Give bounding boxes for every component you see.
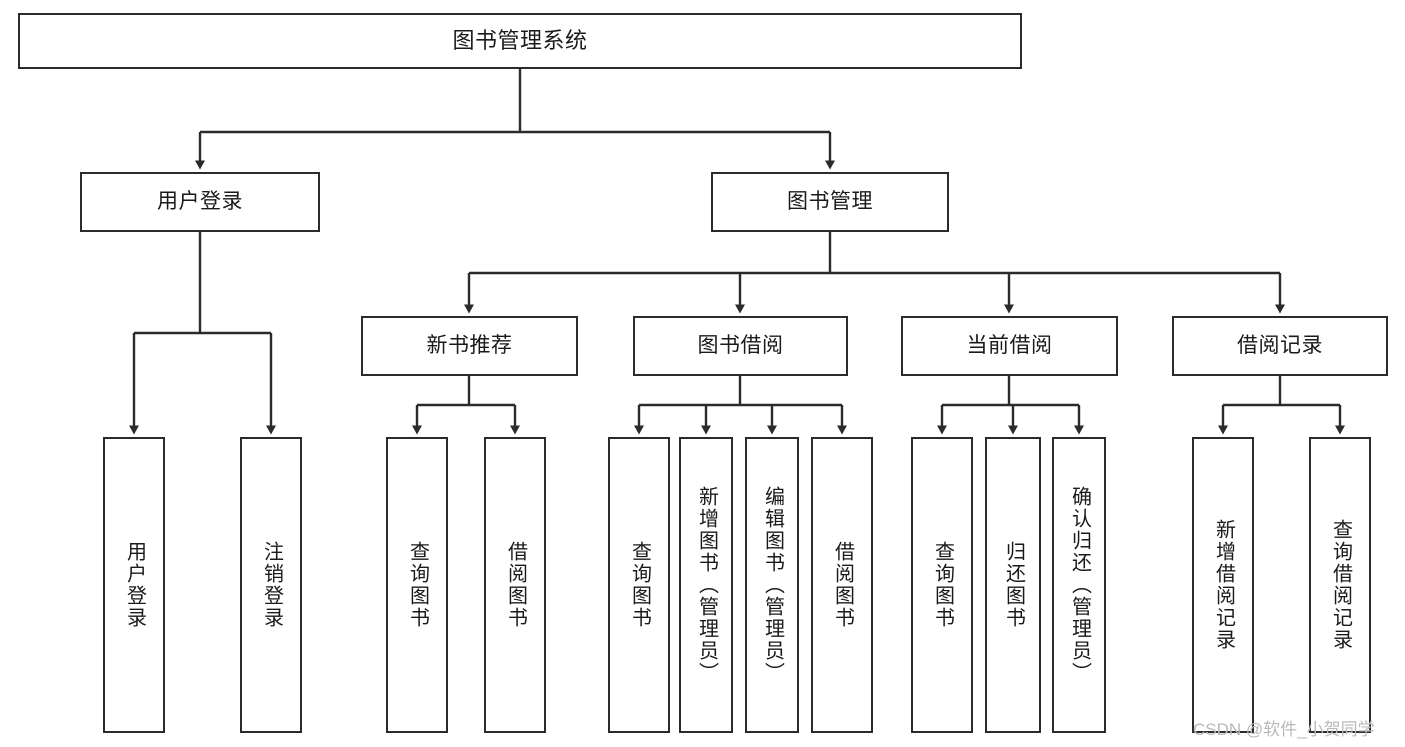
leaf-leaf-rec-search[interactable]: 查询借阅记录 <box>1309 437 1371 733</box>
node-label: 注销登录 <box>260 541 283 629</box>
node-label: 借阅图书 <box>504 541 527 629</box>
node-label: 查询图书 <box>931 541 954 629</box>
node-label: 查询借阅记录 <box>1329 519 1352 651</box>
node-borrow-record[interactable]: 借阅记录 <box>1172 316 1388 376</box>
node-root[interactable]: 图书管理系统 <box>18 13 1022 69</box>
node-current-borrow[interactable]: 当前借阅 <box>901 316 1118 376</box>
node-label: 图书管理系统 <box>452 28 588 54</box>
node-label: 新增借阅记录 <box>1212 519 1235 651</box>
leaf-leaf-borrow-add[interactable]: 新增图书（管理员） <box>679 437 733 733</box>
node-label: 编辑图书（管理员） <box>761 486 784 684</box>
leaf-leaf-borrow-lend[interactable]: 借阅图书 <box>811 437 873 733</box>
node-user-login[interactable]: 用户登录 <box>80 172 320 232</box>
node-label: 图书管理 <box>787 189 873 213</box>
node-label: 借阅图书 <box>831 541 854 629</box>
node-label: 用户登录 <box>157 189 243 213</box>
leaf-leaf-borrow-edit[interactable]: 编辑图书（管理员） <box>745 437 799 733</box>
leaf-leaf-cur-return[interactable]: 归还图书 <box>985 437 1041 733</box>
node-label: 图书借阅 <box>697 333 784 357</box>
node-label: 新书推荐 <box>426 333 513 357</box>
leaf-leaf-cur-query[interactable]: 查询图书 <box>911 437 973 733</box>
node-label: 用户登录 <box>123 541 146 629</box>
leaf-leaf-borrow-query[interactable]: 查询图书 <box>608 437 670 733</box>
watermark-text: CSDN @软件_小贺同学 <box>1193 720 1375 739</box>
node-book-manage[interactable]: 图书管理 <box>711 172 949 232</box>
leaf-leaf-rec-add[interactable]: 新增借阅记录 <box>1192 437 1254 733</box>
leaf-leaf-cur-confirm[interactable]: 确认归还（管理员） <box>1052 437 1106 733</box>
leaf-leaf-rec-borrow[interactable]: 借阅图书 <box>484 437 546 733</box>
node-new-book-rec[interactable]: 新书推荐 <box>361 316 578 376</box>
node-label: 查询图书 <box>406 541 429 629</box>
node-label: 借阅记录 <box>1237 333 1323 357</box>
node-label: 查询图书 <box>628 541 651 629</box>
node-label: 新增图书（管理员） <box>695 486 718 684</box>
node-label: 当前借阅 <box>966 333 1053 357</box>
node-label: 确认归还（管理员） <box>1068 486 1091 684</box>
leaf-leaf-rec-query[interactable]: 查询图书 <box>386 437 448 733</box>
leaf-leaf-user-login[interactable]: 用户登录 <box>103 437 165 733</box>
node-label: 归还图书 <box>1002 541 1025 629</box>
leaf-leaf-user-logout[interactable]: 注销登录 <box>240 437 302 733</box>
node-book-borrow[interactable]: 图书借阅 <box>633 316 848 376</box>
